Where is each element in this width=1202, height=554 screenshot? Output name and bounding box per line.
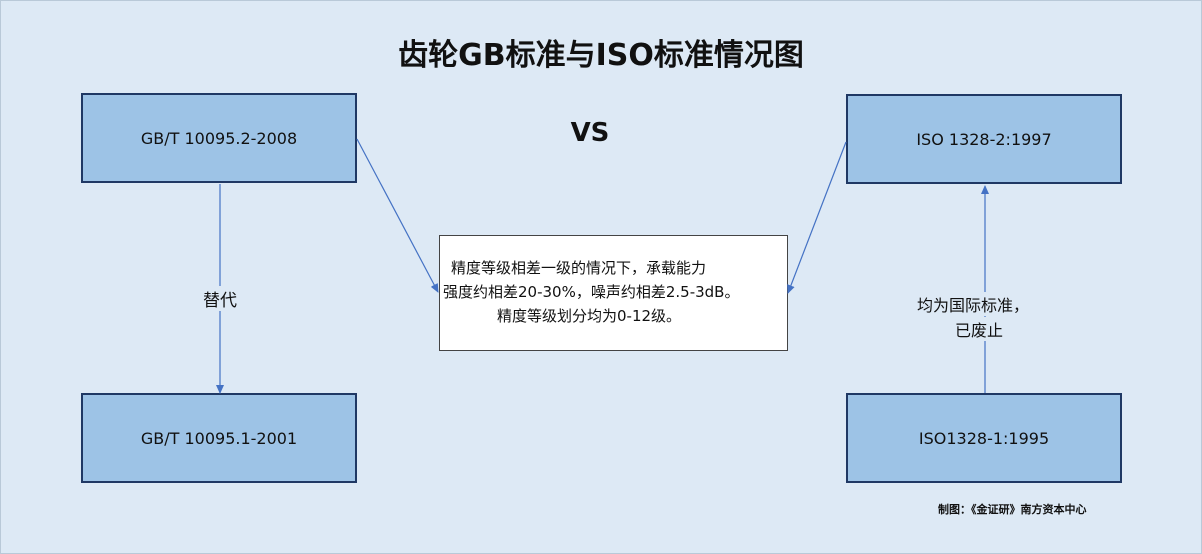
- comparison-line-2: 强度约相差20-30%，噪声约相差2.5-3dB。: [443, 283, 740, 301]
- edge-iso-to-comparison: [787, 141, 847, 294]
- comparison-line-3: 精度等级划分均为0-12级。: [497, 307, 682, 325]
- edge-label-replace: 替代: [203, 286, 237, 311]
- comparison-line-1: 精度等级相差一级的情况下，承载能力: [451, 259, 707, 277]
- node-iso-new-label: ISO 1328-2:1997: [916, 129, 1052, 149]
- node-iso-old-label: ISO1328-1:1995: [918, 428, 1050, 448]
- vs-label: VS: [570, 118, 610, 148]
- credit-text: 制图：《金证研》南方资本中心: [938, 503, 1087, 516]
- node-gb-old-label: GB/T 10095.1-2001: [140, 428, 298, 448]
- node-iso-old: ISO1328-1:1995: [846, 393, 1122, 483]
- edge-label-abolished-line2: 已废止: [955, 317, 1004, 341]
- diagram-title: 齿轮GB标准与ISO标准情况图: [398, 38, 804, 73]
- node-iso-new: ISO 1328-2:1997: [846, 94, 1122, 184]
- node-gb-new: GB/T 10095.2-2008: [81, 93, 357, 183]
- node-gb-old: GB/T 10095.1-2001: [81, 393, 357, 483]
- edge-label-abolished-line1: 均为国际标准，: [917, 292, 1030, 316]
- edge-gb-to-comparison: [356, 138, 439, 293]
- node-gb-new-label: GB/T 10095.2-2008: [140, 128, 298, 148]
